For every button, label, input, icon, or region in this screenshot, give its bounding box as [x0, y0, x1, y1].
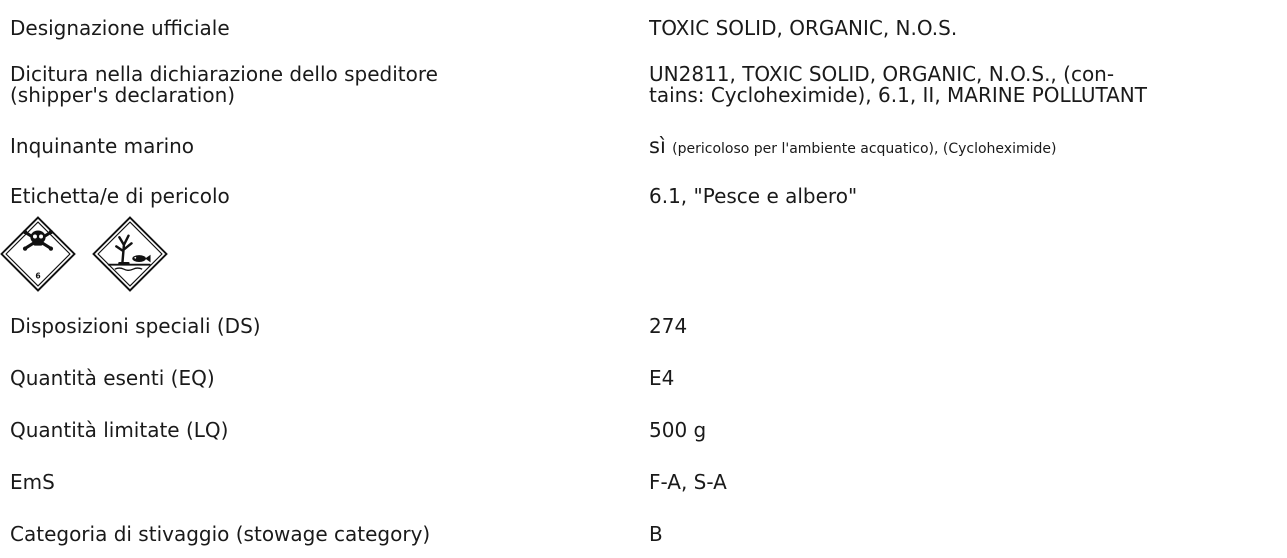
value-shipper-declaration: UN2811, TOXIC SOLID, ORGANIC, N.O.S., (c…	[649, 64, 1287, 134]
marine-pollutant-answer: sì	[649, 136, 666, 158]
marine-pollutant-note: (pericoloso per l'ambiente acquatico), (…	[672, 141, 1057, 157]
label-hazard-labels: Etichetta/e di pericolo	[10, 184, 230, 208]
label-marine-pollutant: Inquinante marino	[10, 134, 195, 158]
label-shipper-declaration-line2: (shipper's declaration)	[10, 83, 236, 107]
value-limited-quantities: 500 g	[649, 420, 707, 442]
row-ems: EmS F-A, S-A	[10, 466, 1287, 518]
row-stowage-category: Categoria di stivaggio (stowage category…	[10, 518, 1287, 558]
value-official-designation: TOXIC SOLID, ORGANIC, N.O.S.	[649, 18, 958, 40]
label-ems: EmS	[10, 470, 55, 494]
label-shipper-declaration: Dicitura nella dichiarazione dello spedi…	[10, 64, 649, 134]
value-special-provisions: 274	[649, 316, 688, 338]
row-excepted-quantities: Quantità esenti (EQ) E4	[10, 362, 1287, 414]
skull-crossbones-icon: 6	[0, 216, 76, 292]
value-stowage-category: B	[649, 524, 663, 546]
row-hazard-labels: Etichetta/e di pericolo 6.1, "Pesce e al…	[10, 186, 1287, 210]
row-limited-quantities: Quantità limitate (LQ) 500 g	[10, 414, 1287, 466]
value-excepted-quantities: E4	[649, 368, 675, 390]
value-hazard-labels: 6.1, "Pesce e albero"	[649, 186, 858, 208]
value-ems: F-A, S-A	[649, 472, 727, 494]
toxic-class-number: 6	[35, 271, 40, 280]
label-shipper-declaration-line1: Dicitura nella dichiarazione dello spedi…	[10, 62, 438, 86]
value-shipper-declaration-line2: tains: Cycloheximide), 6.1, II, MARINE P…	[649, 83, 1147, 107]
fish-tree-environment-icon	[92, 216, 168, 292]
value-shipper-declaration-line1: UN2811, TOXIC SOLID, ORGANIC, N.O.S., (c…	[649, 64, 1115, 86]
label-official-designation: Designazione ufficiale	[10, 16, 230, 40]
label-stowage-category: Categoria di stivaggio (stowage category…	[10, 522, 431, 546]
label-special-provisions: Disposizioni speciali (DS)	[10, 314, 261, 338]
row-marine-pollutant: Inquinante marino sì (pericoloso per l'a…	[10, 134, 1287, 186]
row-official-designation: Designazione ufficiale TOXIC SOLID, ORGA…	[10, 0, 1287, 62]
label-excepted-quantities: Quantità esenti (EQ)	[10, 366, 215, 390]
row-shipper-declaration: Dicitura nella dichiarazione dello spedi…	[10, 62, 1287, 134]
row-special-provisions: Disposizioni speciali (DS) 274	[10, 310, 1287, 362]
hazard-pictograms: 6	[0, 210, 1287, 310]
value-marine-pollutant: sì (pericoloso per l'ambiente acquatico)…	[649, 136, 1287, 186]
label-limited-quantities: Quantità limitate (LQ)	[10, 418, 229, 442]
